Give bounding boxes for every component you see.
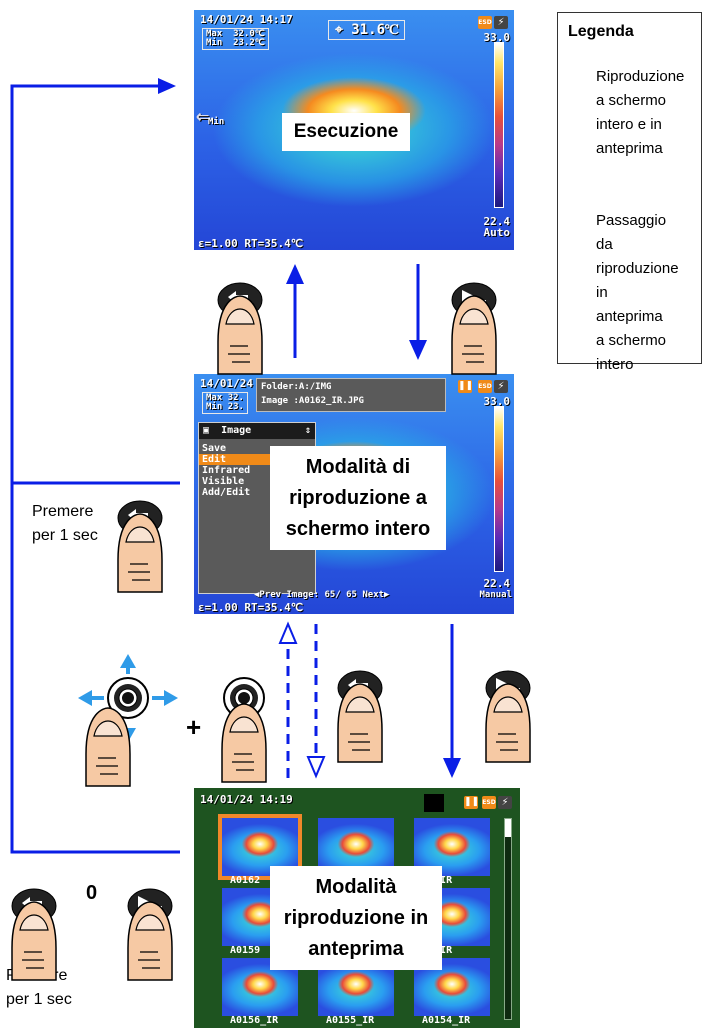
legend-dashed-desc: Passaggio da riproduzione in anteprima a… — [596, 212, 679, 373]
menu-item-edit[interactable]: Edit — [199, 454, 315, 465]
min-value: 23. — [227, 402, 244, 412]
datetime: 14/01/24 — [200, 377, 253, 390]
emissivity: ε=1.00 RT=35.4℃ — [198, 601, 304, 614]
legend-solid-desc: Riproduzione a schermo intero e in antep… — [596, 68, 685, 157]
emissivity: ε=1.00 RT=35.4℃ — [198, 237, 304, 250]
max-min-box: Max 32. Min 23. — [202, 392, 248, 414]
fullscreen-label: Modalità di riproduzione a schermo inter… — [270, 446, 446, 550]
preview-label: Modalità riproduzione in anteprima — [270, 866, 442, 970]
arrow-left-icon: ⇐ — [196, 104, 210, 129]
battery-flash-icon: ⚡ — [494, 380, 508, 393]
fullscreen-playback-screen: 14/01/24 Max 32. Min 23. Folder:A:/IMG I… — [194, 374, 514, 614]
thumbnail-label: A0154_IR — [422, 1015, 471, 1026]
scale-max: 33.0 — [483, 31, 511, 44]
esd-icon: ESD — [478, 380, 492, 393]
scale-min: 22.4 — [483, 577, 511, 590]
max-label: Max — [206, 29, 223, 39]
menu-item-infrared[interactable]: Infrared — [202, 465, 251, 476]
center-temperature: ⌖ 31.6℃ — [328, 20, 406, 40]
battery-flash-icon: ⚡ — [498, 796, 512, 809]
left-loop-arrowhead — [158, 78, 176, 94]
menu-item-save[interactable]: Save — [202, 443, 227, 454]
temperature-scale-bar — [494, 406, 504, 572]
max-min-box: Max 32.0℃ Min 23.2℃ — [202, 28, 269, 50]
legend-box: Legenda Riproduzione a schermo intero e … — [557, 12, 702, 373]
datetime: 14/01/24 14:17 — [200, 13, 293, 26]
esd-icon: ESD — [482, 796, 496, 809]
scrollbar-thumb[interactable] — [505, 819, 511, 837]
esd-icon: ESD — [478, 16, 492, 29]
preview-playback-screen: 14/01/24 14:19 ❚❚ ESD ⚡ A016260_IRA01595… — [194, 788, 520, 1028]
menu-header: ▣ Image⇕ — [199, 423, 315, 439]
thumbnail-label: A0162 — [230, 875, 261, 886]
file-info-panel: Folder:A:/IMG Image :A0162_IR.JPG — [256, 378, 446, 412]
black-square-icon — [424, 794, 444, 812]
max-label: Max — [206, 393, 223, 403]
plus-symbol: + — [186, 712, 202, 742]
left-loop-line — [10, 84, 180, 854]
min-label: Min — [206, 402, 223, 412]
press-1sec-caption-top: Premere per 1 sec — [32, 503, 98, 544]
execution-screen: 14/01/24 14:17 Max 32.0℃ Min 23.2℃ ⌖ 31.… — [194, 10, 514, 250]
menu-title: Image — [221, 425, 252, 436]
scale-mode: Auto — [483, 226, 511, 239]
max-value: 32. — [227, 393, 244, 403]
pause-icon: ❚❚ — [458, 380, 474, 393]
folder-path: Folder:A:/IMG — [261, 382, 332, 392]
temperature-scale-bar — [494, 42, 504, 208]
min-label: Min — [206, 38, 223, 48]
min-value: 23.2℃ — [233, 38, 265, 48]
legend-title: Legenda — [568, 23, 634, 40]
pause-icon: ❚❚ — [464, 796, 480, 809]
press-1sec-caption-bottom: Premere per 1 sec — [6, 967, 72, 1008]
thumbnail-label: A0156_IR — [230, 1015, 279, 1026]
scrollbar[interactable] — [504, 818, 512, 1020]
scale-max: 33.0 — [483, 395, 511, 408]
max-value: 32.0℃ — [233, 29, 265, 39]
menu-item-visible[interactable]: Visible — [202, 476, 245, 487]
execution-label: Esecuzione — [282, 113, 410, 151]
battery-flash-icon: ⚡ — [494, 16, 508, 29]
thumbnail-label: A0155_IR — [326, 1015, 375, 1026]
scale-mode: Manual — [479, 590, 512, 600]
thumbnail-label: A0159 — [230, 945, 261, 956]
image-name: Image :A0162_IR.JPG — [261, 396, 364, 406]
scale-min: 22.4 — [483, 215, 511, 228]
image-navigation[interactable]: ◀Prev Image: 65/ 65 Next▶ — [254, 590, 390, 600]
menu-item-add-edit[interactable]: Add/Edit — [202, 487, 251, 498]
datetime: 14/01/24 14:19 — [200, 793, 293, 806]
spot-min-label: Min — [208, 117, 225, 127]
or-symbol: 0 — [86, 882, 98, 904]
